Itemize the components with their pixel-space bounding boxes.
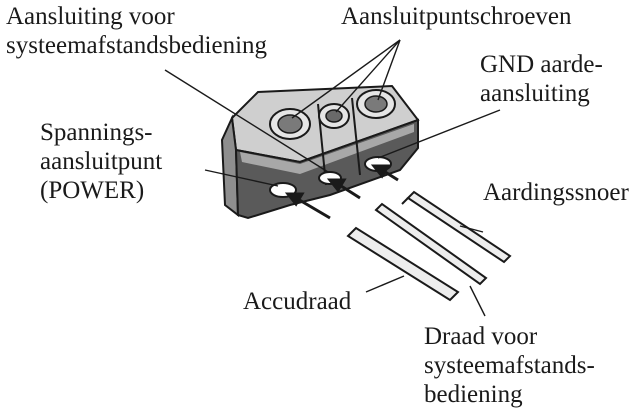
wire-icon — [346, 226, 460, 302]
leader-lines — [164, 39, 501, 317]
ground-cord-label: Aardingssnoer — [483, 179, 629, 206]
insert-arrow-icon — [284, 192, 331, 220]
screw-icon — [356, 89, 396, 119]
wire-icon — [374, 202, 488, 286]
screw-icon — [269, 108, 311, 140]
remote-connection-label: Aansluiting voor systeemafstandsbedienin… — [6, 3, 268, 59]
wire-icon — [401, 190, 512, 264]
battery-wire-label: Accudraad — [243, 288, 352, 315]
screw-icon — [318, 103, 350, 129]
remote-wire-label: Draad voor systeemafstands- bediening — [424, 323, 595, 408]
gnd-label: GND aarde- aansluiting — [480, 51, 603, 107]
insert-arrow-icon — [326, 178, 361, 200]
insert-arrow-icon — [370, 164, 399, 182]
terminal-screws-label: Aansluitpuntschroeven — [341, 3, 572, 30]
power-terminal-label: Spannings- aansluitpunt (POWER) — [40, 119, 163, 204]
